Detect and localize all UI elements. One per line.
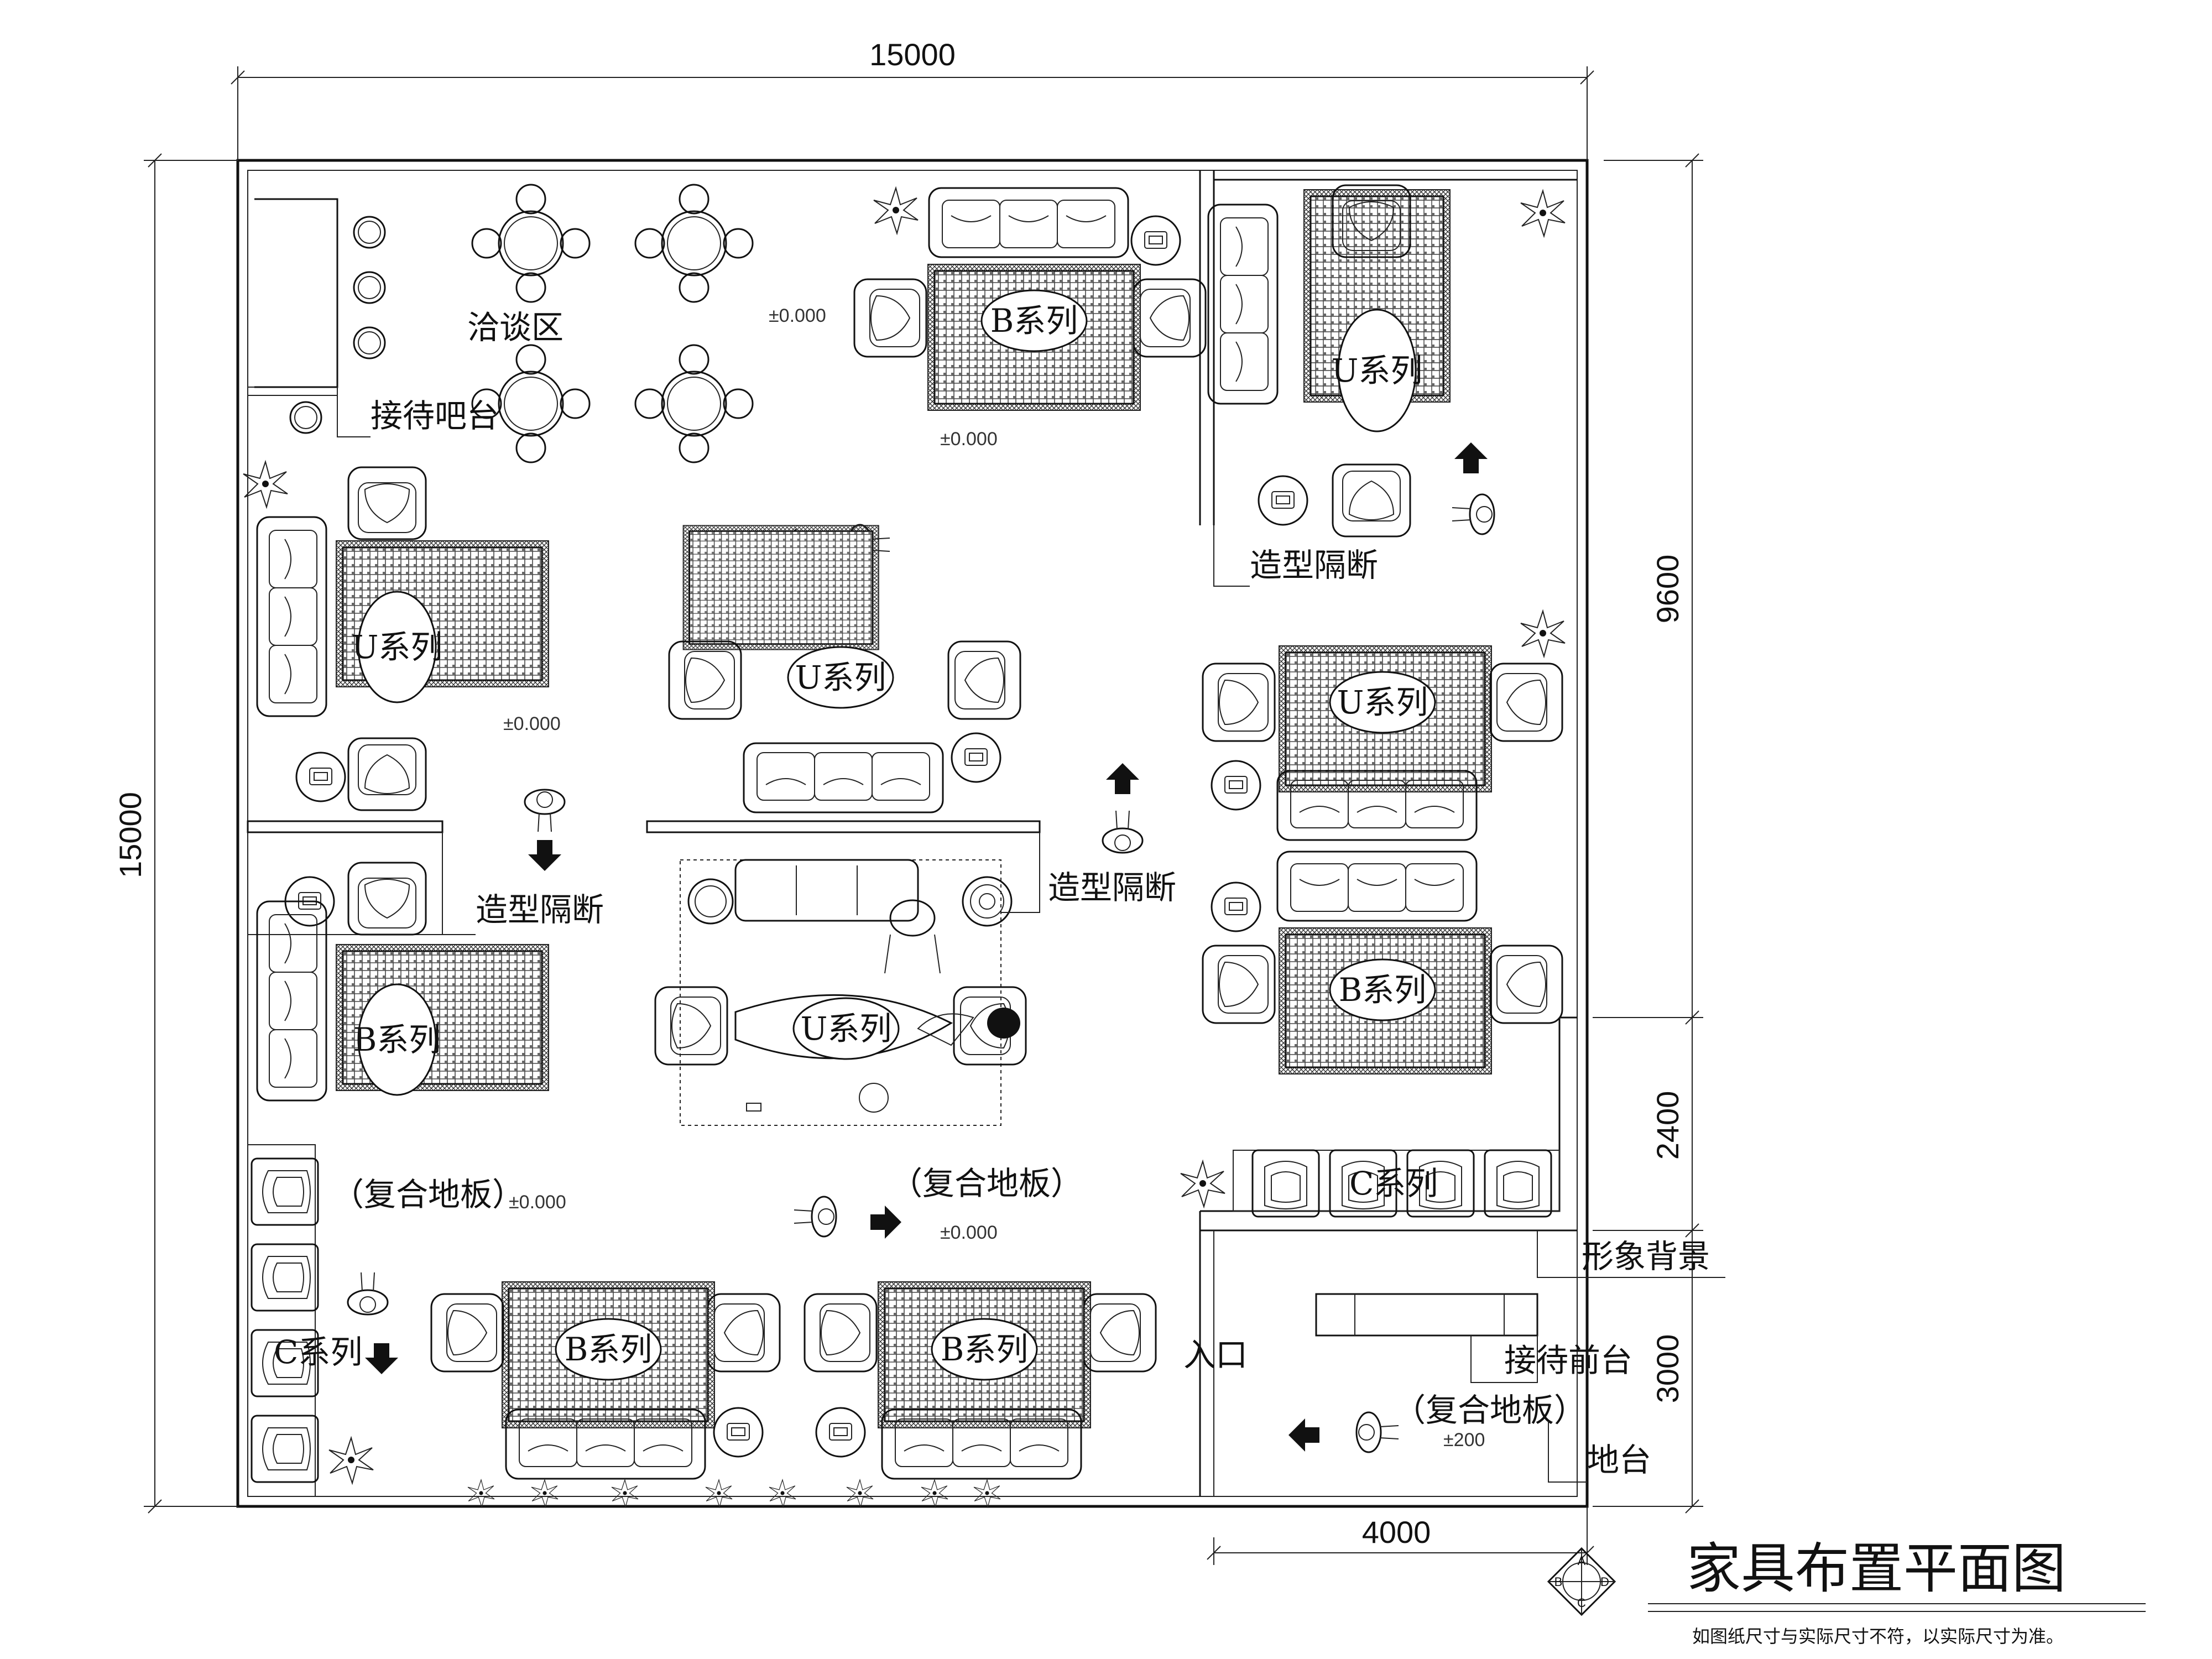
level-mark: ±200 (1443, 1430, 1485, 1451)
plant-icon (243, 461, 288, 508)
compass-south: C (1577, 1596, 1586, 1610)
plant-icon (873, 187, 919, 234)
direction-arrow-icon (870, 1206, 901, 1239)
compass-icon (1547, 1547, 1616, 1616)
person-icon (1102, 810, 1144, 854)
furniture-group-b-left (256, 900, 550, 1102)
plant-icon (1520, 190, 1566, 237)
furniture-group-b-right (1202, 851, 1563, 1075)
dim-left-height: 15000 (113, 792, 148, 878)
label-u-series: U系列 (352, 628, 443, 666)
furniture-group-u-center (668, 524, 1021, 813)
label-partition-left: 造型隔断 (476, 891, 604, 928)
furniture-group-b-bottom-right (804, 1281, 1157, 1480)
direction-arrow-icon (365, 1343, 398, 1374)
bar-stool (353, 216, 386, 249)
level-mark: ±0.000 (509, 1192, 566, 1213)
level-mark: ±0.000 (769, 305, 826, 326)
plant-icon (1520, 611, 1566, 657)
round-table-with-chairs (634, 344, 754, 463)
direction-arrow-icon (1454, 442, 1488, 473)
furniture-group-c-right (1233, 1149, 1560, 1218)
furniture-group-c-left (251, 1157, 319, 1483)
dim-right-middle: 2400 (1650, 1091, 1685, 1160)
label-u-series: U系列 (801, 1010, 892, 1047)
drawing-note: 如图纸尺寸与实际尺寸不符，以实际尺寸为准。 (1692, 1626, 2064, 1647)
label-u-series: U系列 (1337, 684, 1428, 721)
person-icon (347, 1271, 389, 1316)
drawing-title: 家具布置平面图 (1687, 1537, 2066, 1600)
label-b-series: B系列 (941, 1331, 1029, 1368)
label-negotiation-area: 洽谈区 (467, 309, 564, 346)
label-partition-center: 造型隔断 (1048, 869, 1176, 906)
bar-stool (289, 401, 322, 434)
label-u-series: U系列 (1332, 352, 1423, 389)
level-mark: ±0.000 (940, 429, 998, 450)
reception-bar (254, 198, 338, 388)
label-u-series: U系列 (795, 659, 886, 696)
dimension-lines (144, 66, 1703, 1565)
label-floor-entrance: （复合地板） (1394, 1391, 1586, 1429)
furniture-group-u-right (1202, 645, 1563, 841)
compass-west: B (1554, 1575, 1563, 1589)
round-table-with-chairs (634, 184, 754, 303)
label-image-backdrop: 形象背景 (1582, 1238, 1710, 1275)
label-reception-bar: 接待吧台 (371, 397, 499, 435)
label-b-series: B系列 (990, 302, 1078, 340)
label-b-series: B系列 (565, 1331, 653, 1368)
person-icon (1355, 1411, 1400, 1453)
furniture-group-b-top (853, 187, 1207, 411)
furniture-group-u-top-right (1207, 184, 1451, 538)
label-b-series: B系列 (353, 1021, 441, 1058)
compass-north: A (1578, 1554, 1586, 1568)
label-c-series: C系列 (274, 1333, 362, 1371)
label-partition-top-right: 造型隔断 (1250, 546, 1378, 584)
interior-walls (247, 170, 1577, 1496)
bar-stool (353, 326, 386, 359)
compass-east: D (1600, 1575, 1609, 1589)
furniture-group-u-middle-lower (654, 859, 1027, 1126)
dim-top-width: 15000 (869, 37, 956, 72)
level-mark: ±0.000 (940, 1222, 998, 1243)
reception-desk (1315, 1293, 1538, 1337)
person-icon (793, 1196, 837, 1238)
furniture-group-u-left (256, 466, 550, 811)
dim-right-lower: 3000 (1650, 1334, 1685, 1404)
dim-bottom-entrance: 4000 (1362, 1515, 1431, 1550)
bar-stool (353, 271, 386, 304)
furniture-group-b-bottom-left (430, 1281, 781, 1480)
plant-row (467, 1479, 1001, 1507)
direction-arrow-icon (1288, 1418, 1319, 1452)
level-mark: ±0.000 (503, 713, 561, 734)
plant-icon (328, 1437, 374, 1484)
person-icon (524, 789, 566, 833)
furniture-group-left-partition (284, 862, 427, 936)
round-table-with-chairs (471, 184, 591, 303)
person-icon (1451, 493, 1495, 535)
label-c-series: C系列 (1349, 1165, 1438, 1202)
label-b-series: B系列 (1339, 971, 1427, 1009)
direction-arrow-icon (1106, 763, 1139, 794)
label-entrance: 入口 (1183, 1336, 1248, 1374)
label-platform: 地台 (1587, 1441, 1651, 1479)
outer-walls (236, 159, 1589, 1508)
label-floor-left: （复合地板） (332, 1176, 524, 1213)
plant-icon (1180, 1161, 1225, 1207)
dim-right-upper: 9600 (1650, 555, 1685, 624)
direction-arrow-icon (528, 840, 561, 871)
label-reception-desk: 接待前台 (1504, 1342, 1632, 1379)
label-floor-center: （复合地板） (890, 1165, 1083, 1202)
